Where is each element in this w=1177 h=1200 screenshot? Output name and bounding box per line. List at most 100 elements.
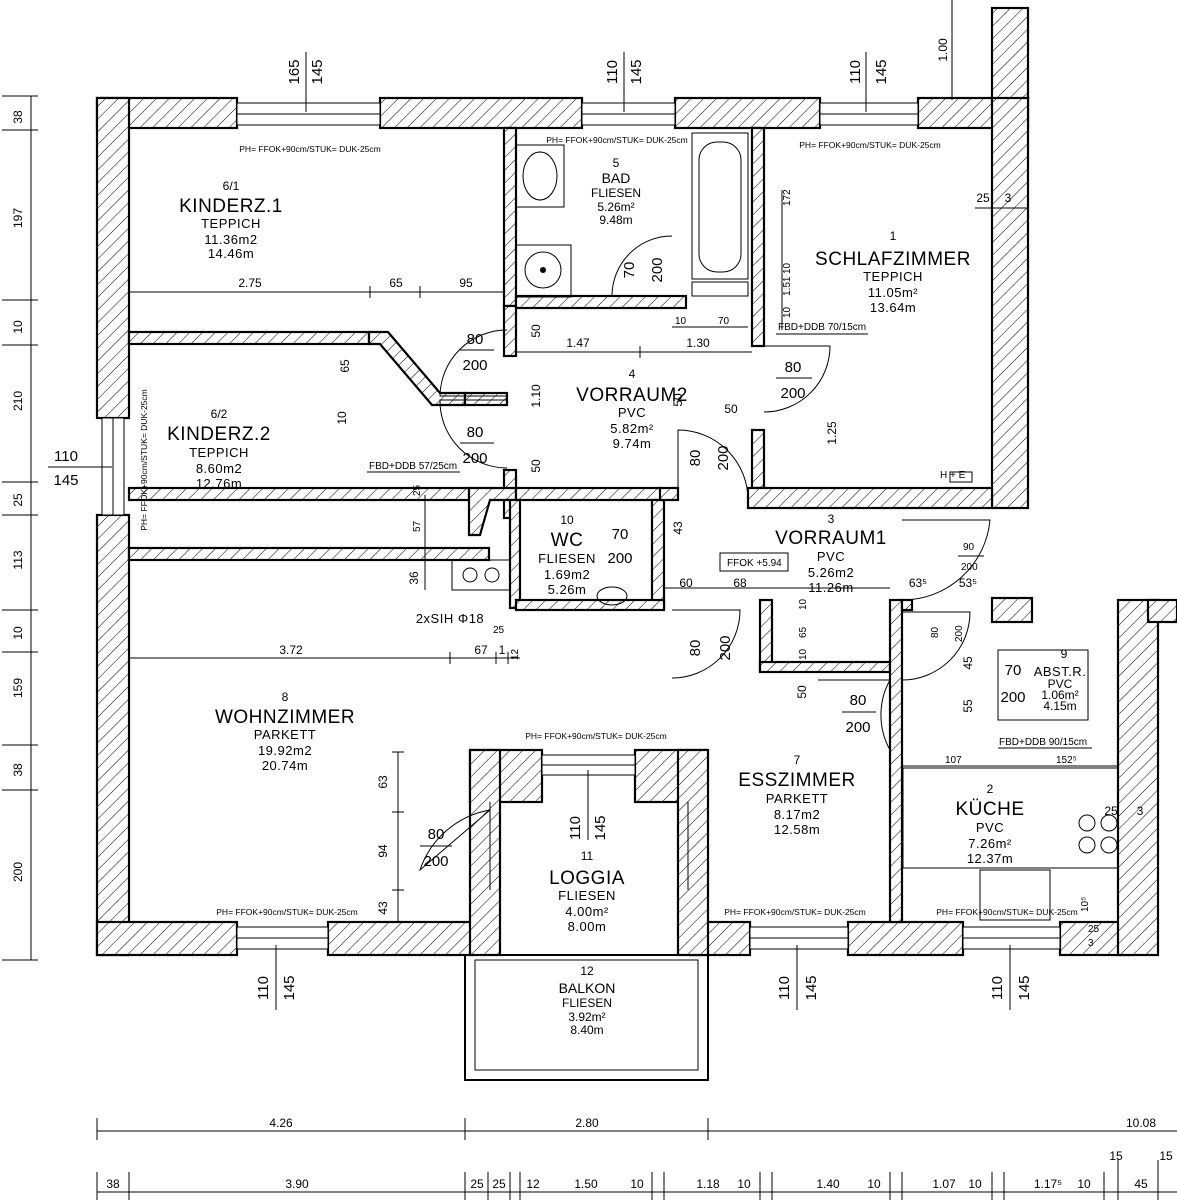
room-label-bad: 5 BAD FLIESEN 5.26m² 9.48m	[591, 156, 641, 227]
room-area: 11.05m²	[868, 285, 918, 300]
room-floor: FLIESEN	[558, 888, 616, 903]
room-perimeter: 8.00m	[568, 919, 607, 934]
dim-label: 10	[630, 1177, 644, 1191]
top-right-dim: 1.00	[936, 38, 950, 62]
dim-label: 3.90	[285, 1177, 309, 1191]
svg-text:80: 80	[785, 359, 802, 376]
room-label-vorraum2: 4 VORRAUM2 PVC 5.82m² 9.74m	[576, 367, 687, 451]
svg-text:200: 200	[1000, 689, 1025, 706]
dim-label: 65	[389, 276, 403, 290]
room-name: BAD	[602, 170, 631, 186]
svg-text:80: 80	[687, 640, 704, 657]
dim-label: 70	[718, 316, 730, 327]
svg-text:70: 70	[1005, 662, 1022, 679]
dim-label: 172	[782, 189, 793, 206]
room-name: LOGGIA	[549, 868, 625, 889]
svg-text:110: 110	[989, 976, 1006, 1000]
dim-label: 197	[11, 208, 25, 228]
room-number: 3	[828, 512, 835, 526]
room-perimeter: 8.40m	[570, 1023, 603, 1037]
dim-label: 57	[412, 520, 423, 532]
room-perimeter: 12.76m	[196, 476, 242, 491]
room-area: 8.60m2	[196, 461, 242, 476]
dim-label: 210	[11, 391, 25, 411]
svg-text:80: 80	[687, 450, 704, 467]
room-floor: FLIESEN	[562, 996, 612, 1010]
room-number: 9	[1061, 647, 1068, 661]
room-area: 1.06m²	[1041, 688, 1078, 702]
notes: FBD+DDB 70/15cm FBD+DDB 57/25cm FBD+DDB …	[367, 322, 1092, 749]
fixtures	[451, 132, 1119, 921]
room-perimeter: 5.26m	[548, 582, 587, 597]
dim-label: 50	[529, 459, 543, 473]
dim-label: 200	[11, 862, 25, 882]
dim-label: 95	[459, 276, 473, 290]
dim-label: 113	[11, 550, 25, 569]
dim-label: 50	[671, 393, 685, 407]
room-name: WC	[551, 530, 584, 551]
svg-text:145: 145	[873, 59, 890, 84]
room-floor: PVC	[1048, 677, 1073, 691]
room-number: 5	[613, 156, 620, 170]
dim-label: 1.47	[566, 336, 590, 350]
door-label: 80 200	[842, 692, 876, 736]
room-name: KINDERZ.1	[179, 196, 283, 217]
room-number: 10	[560, 513, 574, 527]
dim-label: 10	[1077, 1177, 1091, 1191]
dim-label: 63⁵	[909, 576, 927, 590]
inner-dimensions: 2.75 65 95 1.47 1.30 10 70 50 65 10 50 1…	[129, 189, 1144, 949]
room-number: 2	[987, 782, 994, 796]
dim-label: 94	[376, 844, 390, 858]
svg-text:200: 200	[607, 550, 632, 567]
dim-label: 55	[961, 699, 975, 713]
room-perimeter: 9.48m	[599, 213, 632, 227]
dim-label: 63	[376, 775, 390, 789]
dim-label: 25	[492, 1177, 506, 1191]
svg-text:80: 80	[850, 692, 867, 709]
room-number: 7	[794, 753, 801, 767]
svg-text:80: 80	[428, 826, 445, 843]
room-number: 12	[580, 964, 594, 978]
dim-label: 1.51	[782, 276, 793, 296]
svg-text:200: 200	[845, 719, 870, 736]
svg-text:80: 80	[467, 331, 484, 348]
dim-label: 43	[376, 901, 390, 915]
dim-label: 12	[510, 648, 521, 660]
svg-text:80: 80	[467, 424, 484, 441]
room-floor: FLIESEN	[538, 551, 596, 566]
dim-label: 38	[106, 1177, 120, 1191]
room-floor: TEPPICH	[201, 216, 261, 231]
ph-label: PH= FFOK+90cm/STUK= DUK-25cm	[216, 907, 357, 917]
interior-walls	[127, 126, 994, 924]
ph-labels: PH= FFOK+90cm/STUK= DUK-25cm PH= FFOK+90…	[139, 135, 1078, 917]
dim-label: 1.50	[574, 1177, 598, 1191]
dim-label: 10	[11, 626, 25, 640]
note-fbd-ddb-1: FBD+DDB 70/15cm	[778, 322, 866, 333]
dim-label: 25	[1088, 924, 1100, 935]
room-label-vorraum1: 3 VORRAUM1 PVC 5.26m2 11.26m	[775, 512, 887, 595]
room-label-kinderz1: 6/1 KINDERZ.1 TEPPICH 11.36m2 14.46m	[179, 179, 283, 261]
room-area: 11.36m2	[204, 232, 257, 247]
dim-label: 65	[798, 626, 809, 638]
room-label-esszimmer: 7 ESSZIMMER PARKETT 8.17m2 12.58m	[738, 753, 855, 837]
ph-label: PH= FFOK+90cm/STUK= DUK-25cm	[239, 144, 380, 154]
dim-label: 10	[798, 648, 809, 660]
dim-label: 10	[782, 262, 793, 274]
dim-label: 159	[11, 678, 25, 698]
left-dimension-chain: 38 197 10 210 25 113 10 159 38 200	[2, 95, 38, 961]
dim-label: 107	[945, 755, 962, 766]
room-name: VORRAUM1	[775, 528, 887, 549]
room-number: 1	[890, 229, 897, 243]
dim-label: 25	[976, 191, 990, 205]
note-ffok: FFOK +5.94	[727, 558, 782, 569]
exterior-walls	[95, 6, 1177, 957]
